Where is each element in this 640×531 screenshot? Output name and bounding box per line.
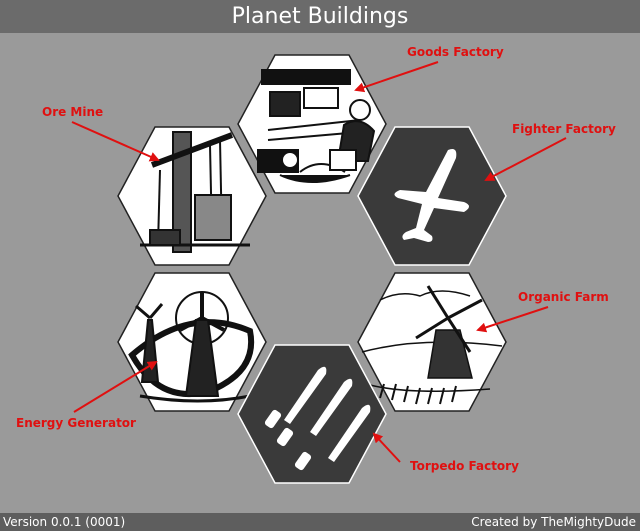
oil-pump-icon — [140, 131, 250, 253]
label-fighter-factory: Fighter Factory — [484, 122, 616, 181]
hex-energy-generator[interactable] — [117, 272, 267, 412]
goods-factory-label: Goods Factory — [407, 45, 504, 59]
label-ore-mine: Ore Mine — [42, 105, 160, 162]
footer-bar: Version 0.0.1 (0001) Created by TheMight… — [0, 513, 640, 531]
organic-farm-label: Organic Farm — [518, 290, 609, 304]
energy-generator-label: Energy Generator — [16, 416, 136, 430]
credit-text: Created by TheMightyDude — [471, 515, 636, 529]
version-text: Version 0.0.1 (0001) — [3, 515, 126, 529]
hex-fighter-factory[interactable] — [357, 126, 507, 266]
hex-torpedo-factory[interactable] — [237, 344, 387, 484]
title-bar: Planet Buildings — [0, 0, 640, 33]
label-torpedo-factory: Torpedo Factory — [372, 432, 519, 473]
ore-mine-label: Ore Mine — [42, 105, 103, 119]
factory-workers-icon — [257, 69, 376, 183]
torpedo-icon — [264, 366, 371, 471]
hex-ore-mine[interactable] — [117, 126, 267, 266]
fighter-factory-label: Fighter Factory — [512, 122, 616, 136]
label-energy-generator: Energy Generator — [16, 360, 158, 430]
hex-goods-factory[interactable] — [237, 54, 387, 194]
label-organic-farm: Organic Farm — [476, 290, 609, 333]
windmill-icon — [361, 285, 503, 405]
hex-organic-farm[interactable] — [357, 272, 507, 412]
label-goods-factory: Goods Factory — [354, 45, 504, 93]
wind-turbine-icon — [128, 291, 255, 403]
airplane-icon — [394, 149, 469, 242]
torpedo-factory-label: Torpedo Factory — [410, 459, 519, 473]
page-title: Planet Buildings — [231, 4, 409, 29]
